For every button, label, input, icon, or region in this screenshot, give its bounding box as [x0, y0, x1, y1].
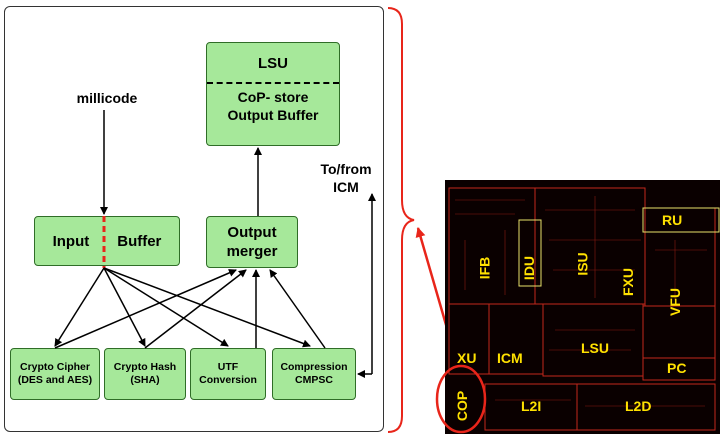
die-label-l2i: L2I: [521, 398, 542, 414]
buffer-label: Buffer: [117, 232, 162, 250]
output-merger-label: Output merger: [226, 224, 278, 260]
compression-box: Compression CMPSC: [272, 348, 356, 400]
input-buffer-box: Input Buffer: [34, 216, 180, 266]
highlight-bracket: [387, 7, 415, 433]
cipher-to-merger-arrow: [54, 269, 237, 349]
utf-detail: Conversion: [199, 374, 257, 386]
millicode-label: millicode: [76, 90, 138, 106]
lsu-divider: [207, 82, 339, 84]
input-label: Input: [52, 232, 90, 250]
to-from-icm-label: To/from ICM: [320, 161, 372, 195]
crypto-cipher-detail: (DES and AES): [17, 374, 93, 386]
crypto-hash-name: Crypto Hash: [113, 361, 177, 373]
lsu-title: LSU: [258, 55, 288, 72]
utf-conversion-box: UTF Conversion: [190, 348, 266, 400]
die-label-icm: ICM: [497, 350, 523, 366]
die-label-l2d: L2D: [625, 398, 652, 414]
crypto-cipher-name: Crypto Cipher: [19, 361, 90, 373]
die-label-ifb: IFB: [476, 256, 493, 280]
die-label-vfu: VFU: [667, 288, 683, 316]
crypto-hash-detail: (SHA): [130, 374, 160, 386]
compression-detail: CMPSC: [295, 374, 333, 386]
crypto-cipher-box: Crypto Cipher (DES and AES): [10, 348, 100, 400]
buffer-to-cipher-arrow: [54, 267, 105, 347]
buffer-to-utf-arrow: [103, 267, 229, 347]
die-label-lsu: LSU: [581, 340, 609, 356]
compression-name: Compression: [280, 361, 348, 373]
hash-to-merger-arrow: [144, 269, 247, 349]
compression-to-merger-arrow: [269, 269, 326, 349]
die-label-idu: IDU: [521, 255, 538, 281]
die-label-ru: RU: [662, 212, 683, 228]
utf-name: UTF: [217, 361, 239, 373]
die-label-xu: XU: [457, 350, 477, 366]
lsu-subtitle: CoP- store Output Buffer: [227, 89, 319, 123]
lsu-box: LSU CoP- store Output Buffer: [206, 42, 340, 146]
die-label-pc: PC: [667, 360, 687, 376]
output-merger-box: Output merger: [206, 216, 298, 268]
buffer-to-hash-arrow: [103, 267, 146, 347]
die-photo: RU IFB IDU ISU FXU VFU XU ICM LSU PC COP…: [445, 180, 720, 434]
die-label-isu: ISU: [574, 252, 591, 276]
cop-highlight-ellipse: [435, 364, 487, 434]
crypto-hash-box: Crypto Hash (SHA): [104, 348, 186, 400]
buffer-to-compression-arrow: [103, 267, 311, 348]
die-label-fxu: FXU: [620, 268, 636, 296]
